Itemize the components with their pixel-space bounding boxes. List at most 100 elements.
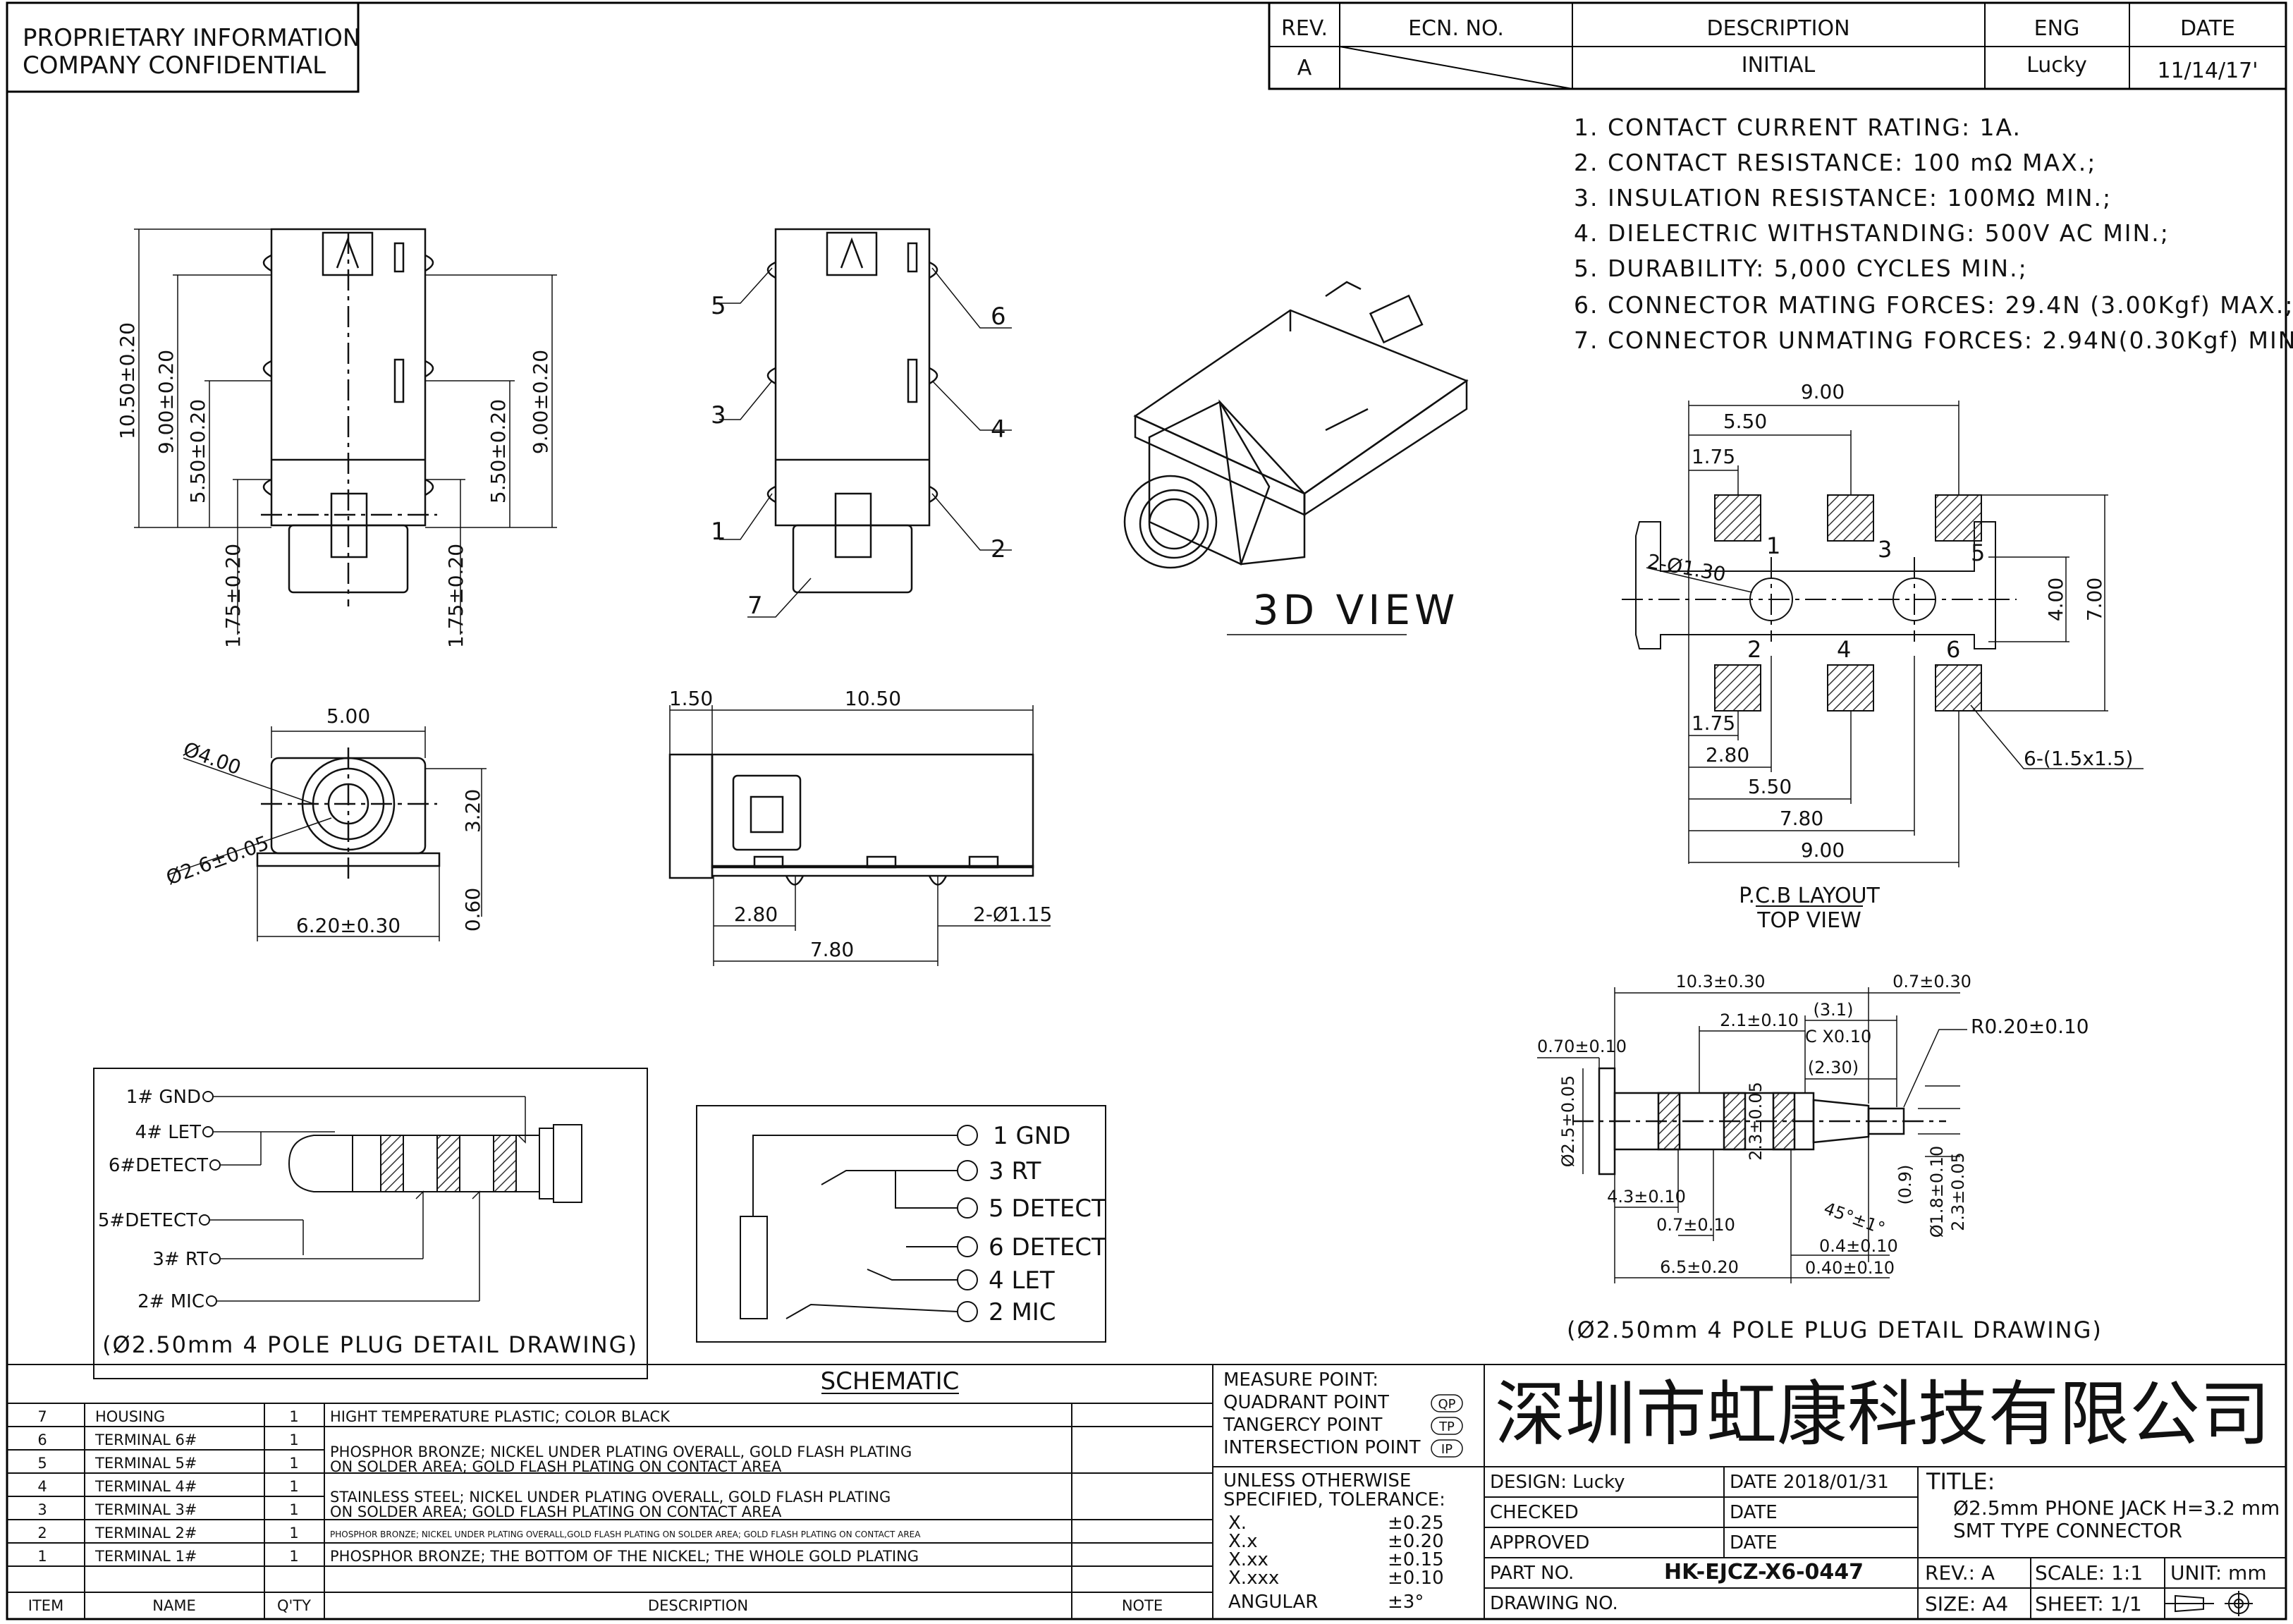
sheet-border xyxy=(6,1,2287,1620)
drawing-no-label: DRAWING NO. xyxy=(1490,1593,1618,1614)
bom-desc-4: STAINLESS STEEL; NICKEL UNDER PLATING OV… xyxy=(330,1489,891,1506)
measure-tp-label: TANGERCY POINT xyxy=(1223,1415,1383,1436)
pcb-dim-1-75-top: 1.75 xyxy=(1692,445,1735,468)
schem-label-detect6: 6 DETECT xyxy=(989,1233,1106,1262)
bom-item-4: 4 xyxy=(37,1478,47,1495)
measure-tp-code: TP xyxy=(1438,1420,1455,1434)
schem-label-mic: 2 MIC xyxy=(989,1298,1056,1326)
tol-key-2: X.xx xyxy=(1228,1549,1268,1570)
plug-dim-0-40: 0.40±0.10 xyxy=(1805,1258,1895,1278)
schem-label-rt: 3 RT xyxy=(989,1157,1041,1185)
sheet-field: SHEET: 1/1 xyxy=(2035,1592,2142,1616)
plug-detail-box xyxy=(93,1068,648,1379)
design-label: DESIGN: Lucky xyxy=(1490,1472,1625,1493)
approved-label: APPROVED xyxy=(1490,1532,1589,1553)
bom-name-3: TERMINAL 3# xyxy=(94,1501,197,1518)
notes-list: 1. CONTACT CURRENT RATING: 1A. 2. CONTAC… xyxy=(1574,114,2293,354)
bom-header-name: NAME xyxy=(152,1597,195,1614)
dim-3-20: 3.20 xyxy=(461,789,484,833)
note-3: 3. INSULATION RESISTANCE: 100MΩ MIN.; xyxy=(1574,184,2112,212)
pcb-dim-4-00: 4.00 xyxy=(2044,578,2067,621)
terminal-label-1: 1 xyxy=(711,518,726,546)
title-label: TITLE: xyxy=(1926,1468,1995,1495)
pcb-dim-2-80: 2.80 xyxy=(1706,743,1749,767)
tolerance-head-2: SPECIFIED, TOLERANCE: xyxy=(1223,1489,1445,1510)
rev-header: REV. xyxy=(1281,16,1328,41)
checked-date: DATE xyxy=(1730,1502,1778,1523)
rev-value: A xyxy=(1297,56,1312,80)
terminal-label-5: 5 xyxy=(711,292,726,320)
side-view xyxy=(668,705,1051,966)
dim-6-20: 6.20±0.30 xyxy=(296,914,400,937)
checked-label: CHECKED xyxy=(1490,1502,1579,1523)
bom-rows: 7 HOUSING 1 HIGHT TEMPERATURE PLASTIC; C… xyxy=(28,1408,1163,1614)
measure-ip-label: INTERSECTION POINT xyxy=(1223,1437,1421,1458)
rev-field: REV.: A xyxy=(1925,1561,1995,1585)
plug-dims: 10.3±0.30 0.7±0.30 2.1±0.10 (3.1) R0.20±… xyxy=(1537,972,2101,1343)
revision-table: REV. ECN. NO. DESCRIPTION ENG DATE A INI… xyxy=(1268,1,2287,90)
dim-9-00-right: 9.00±0.20 xyxy=(529,350,552,454)
pcb-subtitle: TOP VIEW xyxy=(1756,908,1861,933)
pad-3: 3 xyxy=(1878,536,1892,563)
bom-qty-7: 1 xyxy=(289,1408,298,1425)
part-no-label: PART NO. xyxy=(1490,1563,1574,1584)
bom-name-6: TERMINAL 6# xyxy=(94,1431,197,1448)
bom-header-description: DESCRIPTION xyxy=(648,1597,748,1614)
bom-table xyxy=(7,1364,1213,1619)
plug-dim-d1-8: Ø1.8±0.10 xyxy=(1927,1146,1947,1238)
pcb-dim-7-80: 7.80 xyxy=(1780,807,1823,830)
description-header: DESCRIPTION xyxy=(1706,16,1849,41)
pcb-dim-5-50-top: 5.50 xyxy=(1723,410,1767,433)
dim-5-50-left: 5.50±0.20 xyxy=(186,399,209,503)
bom-header-item: ITEM xyxy=(28,1597,63,1614)
design-date: DATE 2018/01/31 xyxy=(1730,1472,1889,1493)
plug-dim-4-3: 4.3±0.10 xyxy=(1607,1187,1686,1207)
dim-d4-00: Ø4.00 xyxy=(181,738,245,780)
dim-2-d1-15: 2-Ø1.15 xyxy=(973,903,1052,926)
terminal-label-7: 7 xyxy=(747,592,763,620)
bom-item-5: 5 xyxy=(37,1455,47,1472)
schem-label-detect5: 5 DETECT xyxy=(989,1195,1106,1223)
note-7: 7. CONNECTOR UNMATING FORCES: 2.94N(0.30… xyxy=(1574,326,2293,354)
plug-dim-2-1: 2.1±0.10 xyxy=(1720,1011,1799,1030)
plug-dim-0-7: 0.7±0.30 xyxy=(1893,972,1971,991)
plug-label-detect5: 5#DETECT xyxy=(98,1210,197,1231)
pad-5: 5 xyxy=(1971,539,1985,566)
measure-point-block: MEASURE POINT: QUADRANT POINT TANGERCY P… xyxy=(1223,1369,1463,1458)
bom-qty-5: 1 xyxy=(289,1455,298,1472)
bom-name-2: TERMINAL 2# xyxy=(94,1525,197,1541)
bom-qty-4: 1 xyxy=(289,1478,298,1495)
tol-key-3: X.xxx xyxy=(1228,1568,1279,1589)
size-field: SIZE: A4 xyxy=(1925,1592,2008,1616)
pcb-dim-pads: 6-(1.5x1.5) xyxy=(2024,747,2133,770)
plug-dim-0-7-mid: 0.7±0.10 xyxy=(1656,1215,1735,1235)
pad-6: 6 xyxy=(1946,636,1960,663)
projection-symbol-icon xyxy=(2165,1591,2253,1616)
pad-2: 2 xyxy=(1747,636,1761,663)
note-4: 4. DIELECTRIC WITHSTANDING: 500V AC MIN.… xyxy=(1574,219,2170,247)
measure-qp-code: QP xyxy=(1438,1397,1455,1412)
description-value: INITIAL xyxy=(1742,53,1816,78)
plug-label-rt: 3# RT xyxy=(152,1249,208,1270)
plug-dim-2-30-paren: (2.30) xyxy=(1808,1058,1859,1077)
bom-item-3: 3 xyxy=(37,1501,47,1518)
bom-desc-3: ON SOLDER AREA; GOLD FLASH PLATING ON CO… xyxy=(330,1503,782,1520)
pad-1: 1 xyxy=(1766,532,1780,559)
bom-qty-3: 1 xyxy=(289,1501,298,1518)
dim-7-80: 7.80 xyxy=(810,938,854,961)
measure-qp-label: QUADRANT POINT xyxy=(1223,1392,1389,1413)
terminal-label-3: 3 xyxy=(711,401,726,429)
plug-dim-0-4: 0.4±0.10 xyxy=(1819,1236,1898,1256)
pcb-layout xyxy=(1622,401,2144,867)
tol-val-4: ±3° xyxy=(1388,1592,1424,1613)
note-2: 2. CONTACT RESISTANCE: 100 mΩ MAX.; xyxy=(1574,149,2096,176)
bom-desc-1: PHOSPHOR BRONZE; THE BOTTOM OF THE NICKE… xyxy=(330,1548,919,1565)
plug-detail-caption: (Ø2.50mm 4 POLE PLUG DETAIL DRAWING) xyxy=(102,1331,638,1358)
bom-desc-7: HIGHT TEMPERATURE PLASTIC; COLOR BLACK xyxy=(330,1408,671,1425)
title-block-frame xyxy=(7,1364,2286,1619)
pcb-title: P.C.B LAYOUT xyxy=(1739,884,1880,908)
approval-block: DESIGN: Lucky DATE 2018/01/31 CHECKED DA… xyxy=(1490,1472,1889,1614)
schem-label-gnd: 1 GND xyxy=(993,1122,1070,1150)
date-value: 11/14/17' xyxy=(2158,59,2258,83)
